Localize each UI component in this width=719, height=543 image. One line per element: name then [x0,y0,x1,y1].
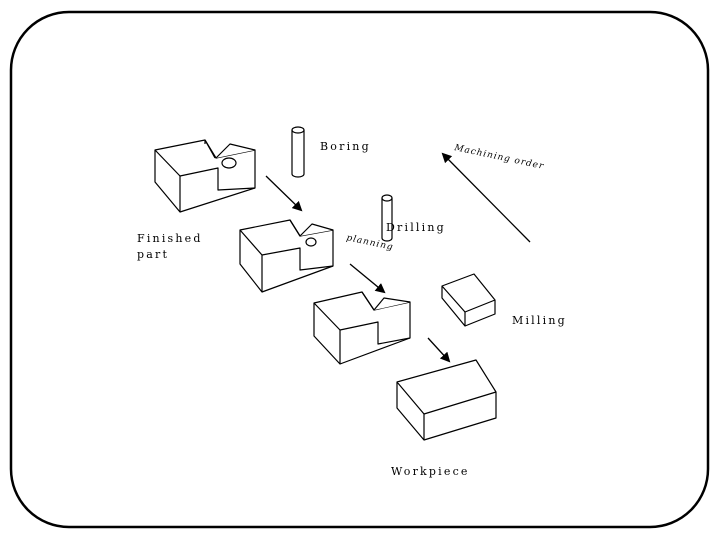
drilled-block [239,219,334,293]
label-finished: Finished [137,232,203,245]
arrow-drilled-to-stepped [349,263,386,294]
label-boring: Boring [320,140,371,153]
milling-cutter [441,273,496,327]
label-milling: Milling [512,314,567,327]
drilling-tool [381,194,393,242]
finished-part-block [154,139,256,213]
boring-tool [291,126,305,178]
label-part: part [137,248,169,261]
label-drilling: Drilling [386,221,446,234]
label-machining-order: Machining order [452,143,545,172]
label-workpiece: Workpiece [391,465,470,478]
arrow-machining-order [441,152,531,243]
arrow-finished-to-drilled [265,175,303,212]
stepped-block [313,291,411,365]
workpiece-block [396,359,497,441]
diagram-frame [9,10,710,529]
arrow-stepped-to-workpiece [427,337,451,363]
